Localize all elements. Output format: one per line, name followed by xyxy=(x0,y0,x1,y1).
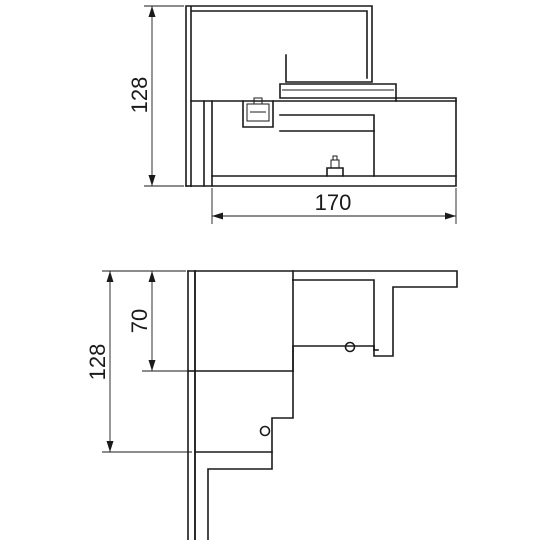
dim-128-side: 128 xyxy=(127,5,184,187)
top-view-lower-block xyxy=(194,370,273,540)
dim-170: 170 xyxy=(211,188,457,224)
dim-128-top-label: 128 xyxy=(85,344,110,381)
dim-128-top: 128 xyxy=(85,270,192,453)
dim-170-label: 170 xyxy=(315,190,352,215)
top-view-upper-block xyxy=(187,270,458,357)
top-view: 128 70 xyxy=(85,270,458,540)
screw-hole-lower xyxy=(259,425,271,437)
side-view-cover xyxy=(185,5,373,187)
dim-70-label: 70 xyxy=(127,309,152,333)
side-view-clip xyxy=(242,97,274,128)
side-view: 128 170 xyxy=(127,5,457,224)
side-view-bolt xyxy=(326,155,344,177)
dim-128-side-label: 128 xyxy=(127,77,152,114)
top-view-left-flange xyxy=(187,270,196,540)
dim-70: 70 xyxy=(127,271,192,372)
screw-hole-upper xyxy=(344,341,356,353)
side-view-body xyxy=(190,83,457,187)
